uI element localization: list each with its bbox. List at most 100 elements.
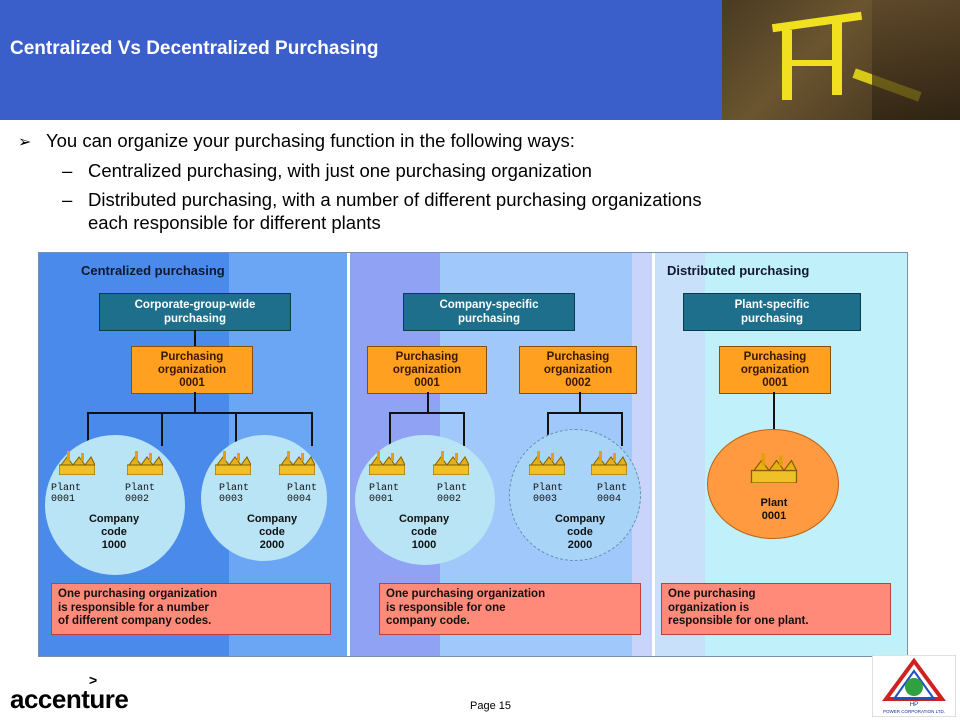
note-line: is responsible for a number — [58, 601, 209, 614]
plant-code: 0001 — [51, 494, 76, 505]
connector — [311, 412, 313, 446]
plant-factory-icon — [750, 453, 798, 483]
box-line: Purchasing — [160, 350, 224, 363]
logo-text: POWER CORPORATION LTD. — [883, 709, 945, 714]
note-line: responsible for one plant. — [668, 615, 809, 627]
logo-text: HP — [910, 702, 918, 708]
company-code-circle — [201, 435, 327, 561]
connector — [427, 392, 429, 412]
cc-line: 2000 — [259, 539, 285, 551]
plant-name: Plant — [369, 483, 400, 494]
note-line: is responsible for one — [386, 601, 506, 614]
plant-line: 0001 — [761, 510, 787, 522]
sub-bullet-distributed-cont: each responsible for different plants — [88, 212, 381, 233]
note-company-specific: One purchasing organization is responsib… — [379, 583, 641, 635]
connector — [579, 392, 581, 412]
note-line: organization is — [668, 601, 750, 614]
plant-factory-icon — [279, 451, 315, 475]
note-line: of different company codes. — [58, 615, 212, 627]
cc-line: Company — [88, 513, 140, 525]
cc-line: Company — [554, 513, 606, 525]
note-line: company code. — [386, 615, 470, 627]
plant-factory-icon — [369, 451, 405, 475]
panel-company-right — [632, 253, 652, 656]
connector — [773, 392, 775, 442]
company-specific-box: Company-specific purchasing — [403, 293, 575, 331]
box-line: Purchasing — [395, 350, 459, 363]
accenture-logo: accenture — [10, 684, 129, 714]
box-line: organization — [157, 363, 227, 376]
panel-divider — [652, 253, 655, 656]
plant-specific-box: Plant-specific purchasing — [683, 293, 861, 331]
box-line: 0001 — [179, 376, 205, 389]
plant-name: Plant — [219, 483, 250, 494]
page-number: Page 15 — [470, 700, 511, 712]
purchasing-org-box: Purchasing organization 0002 — [519, 346, 637, 394]
sub-bullet-distributed: Distributed purchasing, with a number of… — [88, 189, 702, 210]
connector — [87, 412, 311, 414]
arrow-bullet-icon: ➢ — [18, 134, 32, 151]
connector — [389, 412, 465, 414]
header-photo — [722, 0, 960, 120]
dash-bullet: – — [62, 189, 73, 210]
plant-code: 0004 — [597, 494, 622, 505]
plant-code: 0002 — [125, 494, 150, 505]
cc-line: code — [101, 526, 127, 538]
connector — [235, 412, 237, 446]
box-line: Plant-specific — [734, 299, 810, 311]
box-line: organization — [392, 363, 462, 376]
cc-line: code — [259, 526, 285, 538]
note-line: One purchasing — [668, 588, 756, 600]
connector — [194, 392, 196, 412]
box-line: 0001 — [414, 376, 440, 389]
cc-line: 1000 — [101, 539, 127, 551]
plant-factory-icon — [59, 451, 95, 475]
cc-line: Company — [398, 513, 450, 525]
dash-bullet: – — [62, 160, 73, 181]
note-line: One purchasing organization — [386, 588, 546, 600]
box-line: Company-specific — [439, 299, 539, 311]
connector — [87, 412, 89, 446]
box-line: organization — [740, 363, 810, 376]
plant-factory-icon — [433, 451, 469, 475]
hppcl-logo: HP POWER CORPORATION LTD. — [872, 655, 956, 717]
box-line: Purchasing — [546, 350, 610, 363]
plant-name: Plant — [51, 483, 82, 494]
purchasing-org-box: Purchasing organization 0001 — [367, 346, 487, 394]
plant-name: Plant — [125, 483, 156, 494]
sub-bullet-centralized: Centralized purchasing, with just one pu… — [88, 160, 592, 181]
company-code-circle — [509, 429, 641, 561]
cc-line: code — [567, 526, 593, 538]
bullet-main: You can organize your purchasing functio… — [46, 130, 575, 151]
box-line: Purchasing — [743, 350, 807, 363]
box-line: 0002 — [565, 376, 591, 389]
box-line: organization — [543, 363, 613, 376]
plant-circle — [707, 429, 839, 539]
connector — [463, 412, 465, 446]
plant-code: 0003 — [533, 494, 558, 505]
plant-code: 0001 — [369, 494, 394, 505]
connector — [161, 412, 163, 446]
connector — [547, 412, 549, 446]
box-line: purchasing — [164, 313, 226, 325]
purchasing-org-box: Purchasing organization 0001 — [131, 346, 253, 394]
cc-line: Company — [246, 513, 298, 525]
plant-name: Plant — [287, 483, 318, 494]
panel-divider — [347, 253, 350, 656]
slide-title: Centralized Vs Decentralized Purchasing — [10, 38, 379, 59]
plant-factory-icon — [529, 451, 565, 475]
box-line: purchasing — [458, 313, 520, 325]
corporate-group-wide-box: Corporate-group-wide purchasing — [99, 293, 291, 331]
